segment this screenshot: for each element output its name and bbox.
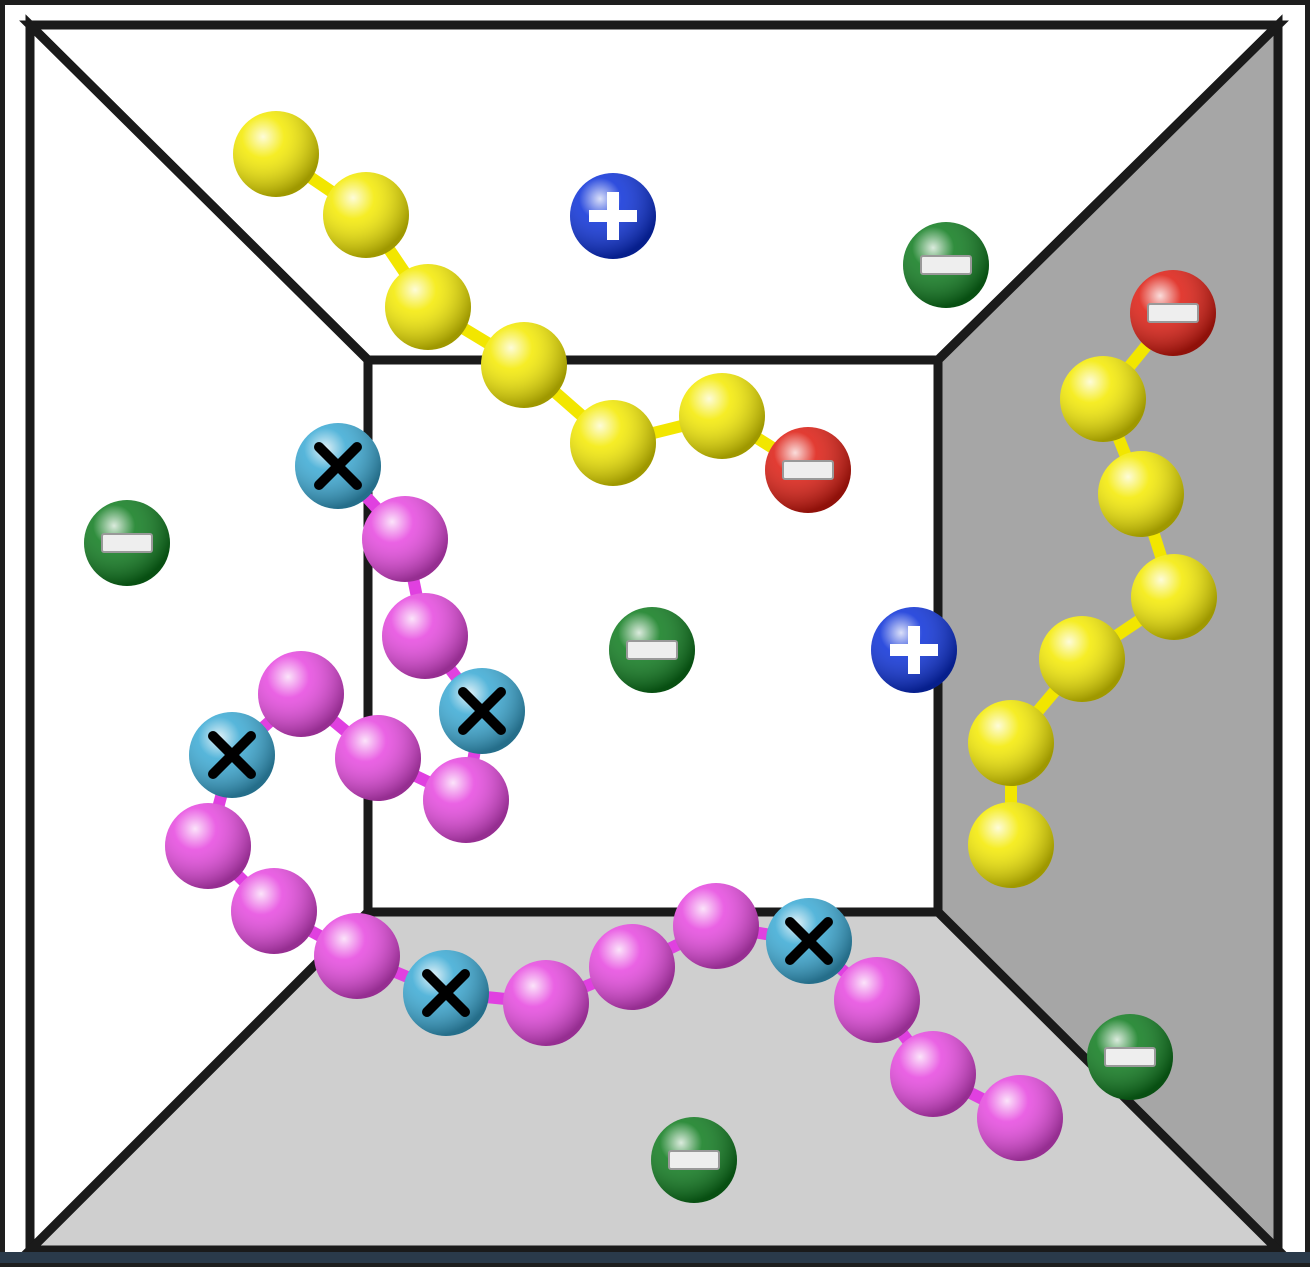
cyan-charged-bead bbox=[295, 423, 381, 509]
yellow-bead bbox=[968, 700, 1054, 786]
yellow-bead-shading bbox=[323, 172, 409, 258]
magenta-bead bbox=[673, 883, 759, 969]
green-anion bbox=[1087, 1014, 1173, 1100]
magenta-bead-shading bbox=[673, 883, 759, 969]
magenta-bead-shading bbox=[977, 1075, 1063, 1161]
magenta-bead-shading bbox=[834, 957, 920, 1043]
minus-symbol bbox=[626, 640, 678, 660]
minus-symbol bbox=[920, 255, 972, 275]
magenta-bead-shading bbox=[503, 960, 589, 1046]
magenta-bead bbox=[335, 715, 421, 801]
minus-symbol bbox=[782, 460, 834, 480]
red-end-group bbox=[765, 427, 851, 513]
bottom-strip bbox=[0, 1252, 1310, 1263]
red-end-group bbox=[1130, 270, 1216, 356]
cyan-charged-bead bbox=[403, 950, 489, 1036]
yellow-bead-shading bbox=[481, 322, 567, 408]
magenta-bead bbox=[231, 868, 317, 954]
blue-cation bbox=[871, 607, 957, 693]
cyan-charged-bead bbox=[189, 712, 275, 798]
magenta-bead bbox=[503, 960, 589, 1046]
yellow-bead-shading bbox=[968, 802, 1054, 888]
yellow-bead-shading bbox=[1039, 616, 1125, 702]
yellow-bead-shading bbox=[233, 111, 319, 197]
green-anion bbox=[84, 500, 170, 586]
minus-symbol bbox=[1147, 303, 1199, 323]
magenta-bead-shading bbox=[890, 1031, 976, 1117]
particles bbox=[84, 111, 1217, 1203]
cross-symbol bbox=[785, 917, 833, 965]
yellow-bead bbox=[481, 322, 567, 408]
cross-symbol bbox=[314, 442, 362, 490]
cross-symbol bbox=[458, 687, 506, 735]
minus-symbol bbox=[668, 1150, 720, 1170]
yellow-bead bbox=[1039, 616, 1125, 702]
yellow-bead-shading bbox=[570, 400, 656, 486]
minus-symbol bbox=[1104, 1047, 1156, 1067]
plus-symbol-v bbox=[908, 626, 920, 674]
green-anion bbox=[651, 1117, 737, 1203]
yellow-bead-shading bbox=[679, 373, 765, 459]
magenta-bead-shading bbox=[231, 868, 317, 954]
magenta-bead-shading bbox=[335, 715, 421, 801]
magenta-bead bbox=[165, 803, 251, 889]
cross-symbol bbox=[422, 969, 470, 1017]
yellow-bead bbox=[1098, 451, 1184, 537]
magenta-bead bbox=[834, 957, 920, 1043]
magenta-bead-shading bbox=[314, 913, 400, 999]
yellow-bead bbox=[570, 400, 656, 486]
magenta-bead bbox=[362, 496, 448, 582]
magenta-bead bbox=[382, 593, 468, 679]
green-anion bbox=[903, 222, 989, 308]
blue-cation bbox=[570, 173, 656, 259]
yellow-bead bbox=[385, 264, 471, 350]
yellow-bead-shading bbox=[1060, 356, 1146, 442]
yellow-bead bbox=[233, 111, 319, 197]
plus-symbol-v bbox=[607, 192, 619, 240]
magenta-bead bbox=[589, 924, 675, 1010]
magenta-bead-shading bbox=[423, 757, 509, 843]
yellow-bead bbox=[1060, 356, 1146, 442]
magenta-bead-shading bbox=[258, 651, 344, 737]
magenta-bead bbox=[890, 1031, 976, 1117]
yellow-bead-shading bbox=[1098, 451, 1184, 537]
magenta-bead-shading bbox=[382, 593, 468, 679]
yellow-bead-shading bbox=[1131, 554, 1217, 640]
cyan-charged-bead bbox=[439, 668, 525, 754]
magenta-bead-shading bbox=[362, 496, 448, 582]
cross-symbol bbox=[208, 731, 256, 779]
magenta-bead bbox=[258, 651, 344, 737]
yellow-bead-shading bbox=[385, 264, 471, 350]
magenta-bead bbox=[423, 757, 509, 843]
magenta-bead bbox=[314, 913, 400, 999]
green-anion bbox=[609, 607, 695, 693]
magenta-bead bbox=[977, 1075, 1063, 1161]
magenta-bead-shading bbox=[165, 803, 251, 889]
yellow-bead bbox=[679, 373, 765, 459]
yellow-bead-shading bbox=[968, 700, 1054, 786]
minus-symbol bbox=[101, 533, 153, 553]
cyan-charged-bead bbox=[766, 898, 852, 984]
yellow-bead bbox=[323, 172, 409, 258]
magenta-bead-shading bbox=[589, 924, 675, 1010]
yellow-bead bbox=[968, 802, 1054, 888]
yellow-bead bbox=[1131, 554, 1217, 640]
